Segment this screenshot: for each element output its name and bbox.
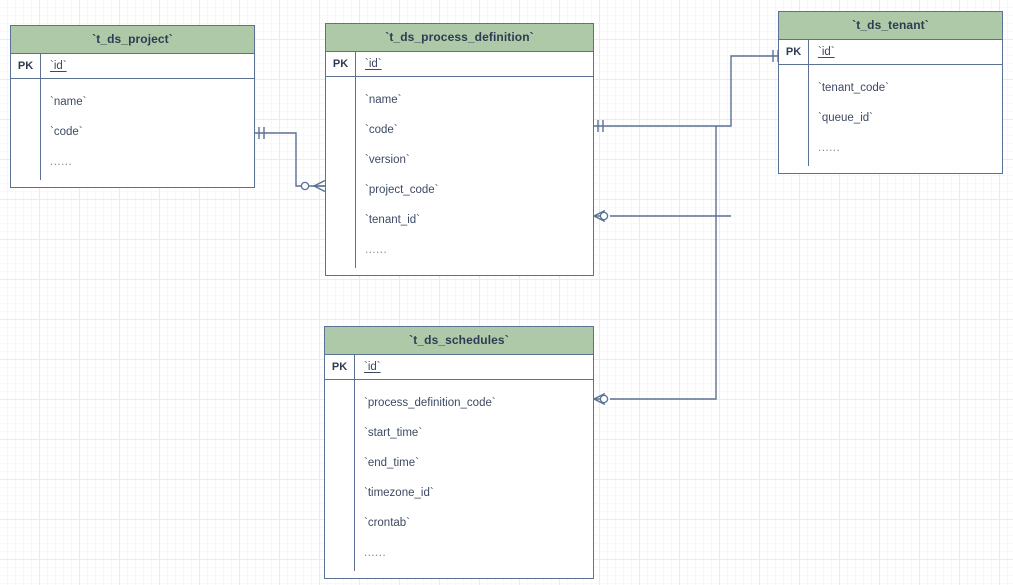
entity-t-ds-schedules[interactable]: `t_ds_schedules` PK `id` `process_defini… — [324, 326, 594, 579]
field-row: `version` — [365, 154, 410, 166]
primary-key-row: PK `id` — [326, 52, 593, 77]
field-row: `name` — [365, 94, 402, 106]
field-row: `name` — [50, 96, 87, 108]
entity-title: `t_ds_schedules` — [325, 327, 593, 355]
field-row: `code` — [365, 124, 398, 136]
relationship-process-definition-to-tenant — [594, 50, 779, 132]
pk-field-name: `id` — [50, 60, 67, 72]
field-row-ellipsis: ...... — [50, 156, 73, 168]
relationship-project-to-process-definition — [255, 127, 326, 193]
field-row: `tenant_id` — [365, 214, 420, 226]
field-row: `timezone_id` — [364, 487, 434, 499]
entity-t-ds-process-definition[interactable]: `t_ds_process_definition` PK `id` `name`… — [325, 23, 594, 276]
pk-badge: PK — [11, 54, 41, 78]
field-row: `crontab` — [364, 517, 411, 529]
entity-t-ds-tenant[interactable]: `t_ds_tenant` PK `id` `tenant_code` `que… — [778, 11, 1003, 174]
field-row: `queue_id` — [818, 112, 873, 124]
relationship-tenant-to-process-definition — [592, 209, 731, 223]
field-row: `tenant_code` — [818, 82, 889, 94]
entity-fields: `name` `code` ...... — [11, 79, 254, 187]
pk-field-name: `id` — [364, 361, 381, 373]
field-row-ellipsis: ...... — [818, 142, 841, 154]
pk-field-name: `id` — [818, 46, 835, 58]
entity-title: `t_ds_project` — [11, 26, 254, 54]
field-row: `project_code` — [365, 184, 439, 196]
field-row: `code` — [50, 126, 83, 138]
entity-title: `t_ds_tenant` — [779, 12, 1002, 40]
field-row-ellipsis: ...... — [364, 547, 387, 559]
entity-fields: `process_definition_code` `start_time` `… — [325, 380, 593, 578]
pk-badge: PK — [326, 52, 356, 76]
field-row-ellipsis: ...... — [365, 244, 388, 256]
field-row: `start_time` — [364, 427, 423, 439]
pk-badge: PK — [325, 355, 355, 379]
primary-key-row: PK `id` — [11, 54, 254, 79]
entity-t-ds-project[interactable]: `t_ds_project` PK `id` `name` `code` ...… — [10, 25, 255, 188]
entity-fields: `name` `code` `version` `project_code` `… — [326, 77, 593, 275]
pk-field-name: `id` — [365, 58, 382, 70]
primary-key-row: PK `id` — [779, 40, 1002, 65]
field-row: `end_time` — [364, 457, 419, 469]
relationship-process-definition-to-schedules — [592, 126, 717, 406]
pk-badge: PK — [779, 40, 809, 64]
primary-key-row: PK `id` — [325, 355, 593, 380]
field-row: `process_definition_code` — [364, 397, 496, 409]
entity-title: `t_ds_process_definition` — [326, 24, 593, 52]
entity-fields: `tenant_code` `queue_id` ...... — [779, 65, 1002, 173]
